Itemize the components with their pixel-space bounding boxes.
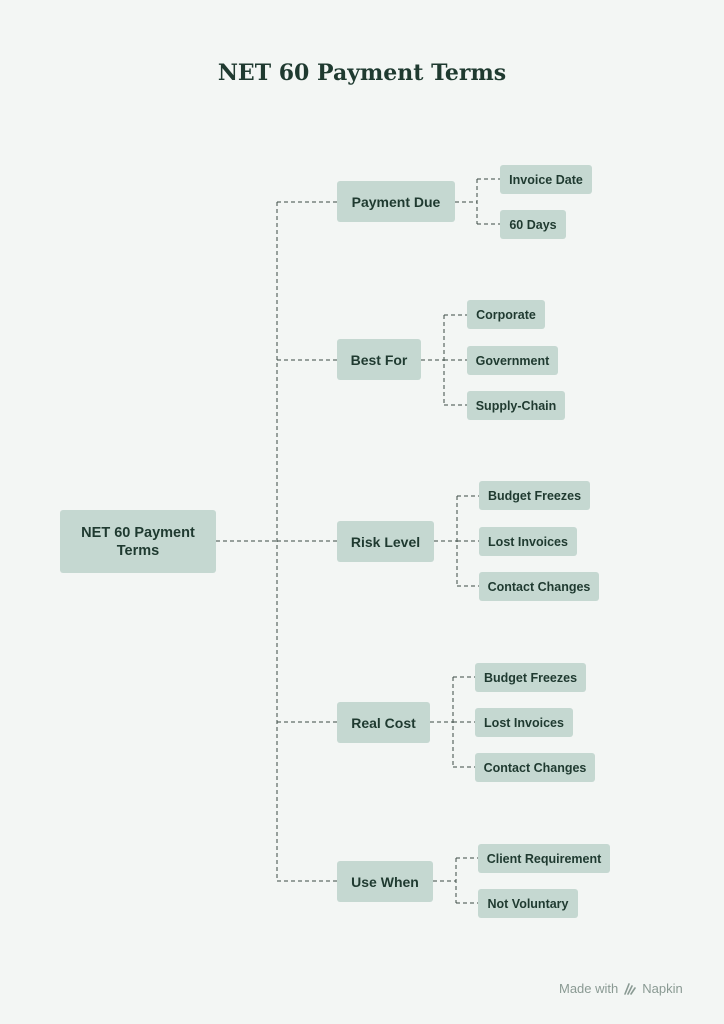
leaf-client-requirement: Client Requirement bbox=[478, 844, 610, 873]
made-with-text: Made with bbox=[559, 981, 619, 996]
leaf-budget-freezes: Budget Freezes bbox=[475, 663, 586, 692]
napkin-logo-icon bbox=[624, 982, 637, 995]
branch-real-cost: Real Cost bbox=[337, 702, 430, 743]
connector-leaves-5 bbox=[433, 857, 478, 904]
leaf-budget-freezes: Budget Freezes bbox=[479, 481, 590, 510]
leaf-government: Government bbox=[467, 346, 558, 375]
leaf-lost-invoices: Lost Invoices bbox=[479, 527, 577, 556]
napkin-brand-text: Napkin bbox=[642, 981, 683, 996]
connector-leaves-4 bbox=[430, 676, 475, 768]
leaf-invoice-date: Invoice Date bbox=[500, 165, 592, 194]
connector-leaves-2 bbox=[421, 314, 467, 406]
leaf-contact-changes: Contact Changes bbox=[479, 572, 599, 601]
leaf-supply-chain: Supply-Chain bbox=[467, 391, 565, 420]
connector-leaves-3 bbox=[434, 495, 479, 587]
root-node: NET 60 Payment Terms bbox=[60, 510, 216, 573]
branch-use-when: Use When bbox=[337, 861, 433, 902]
branch-risk-level: Risk Level bbox=[337, 521, 434, 562]
page-title: NET 60 Payment Terms bbox=[217, 60, 507, 86]
leaf-lost-invoices: Lost Invoices bbox=[475, 708, 573, 737]
made-with-napkin[interactable]: Made with Napkin bbox=[559, 981, 683, 996]
branch-best-for: Best For bbox=[337, 339, 421, 380]
leaf-60-days: 60 Days bbox=[500, 210, 566, 239]
leaf-not-voluntary: Not Voluntary bbox=[478, 889, 578, 918]
leaf-contact-changes: Contact Changes bbox=[475, 753, 595, 782]
connector-leaves-1 bbox=[455, 178, 500, 225]
leaf-corporate: Corporate bbox=[467, 300, 545, 329]
branch-payment-due: Payment Due bbox=[337, 181, 455, 222]
